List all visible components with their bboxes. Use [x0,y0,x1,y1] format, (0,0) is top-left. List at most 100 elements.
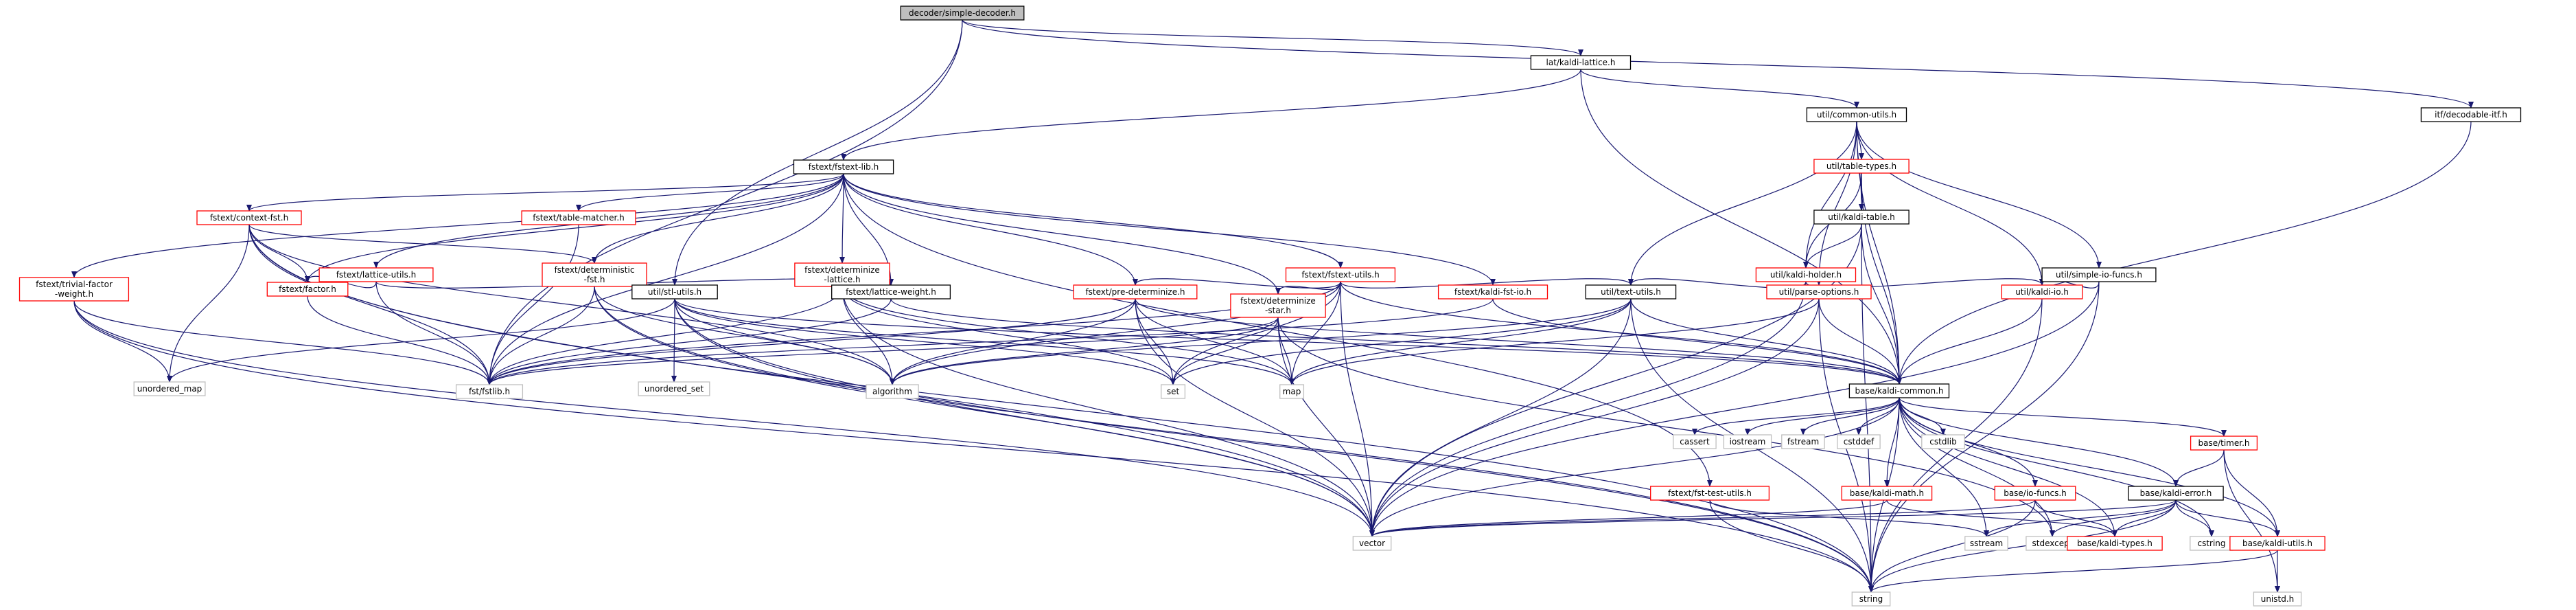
edge-kaldi_error-to-stdexcept [2050,499,2177,537]
node-fstream: fstream [1781,434,1825,449]
node-lattice-utils[interactable]: fstext/lattice-utils.h [318,267,434,282]
edge-kaldi_lattice-to-fstext_lib [841,69,1581,161]
node-box [133,381,206,396]
edge-kaldi_common-to-kaldi_types [1899,397,2117,537]
node-kaldi-utils[interactable]: base/kaldi-utils.h [2229,536,2325,551]
edge-deterministic_fst-to-fst_fstlib [487,286,595,385]
edge-simple_decoder-to-fst_fstlib [487,19,963,385]
edge-kaldi_error-to-kaldi_utils [2175,499,2280,537]
node-kaldi-common[interactable]: base/kaldi-common.h [1848,383,1950,398]
node-label: unordered_map [137,384,202,394]
node-unordered-set: unordered_set [638,381,710,396]
node-box [1964,536,2008,551]
node-label: fstext/fstext-lib.h [809,162,879,172]
edge-context_fst-to-factor [248,224,310,283]
node-table-types[interactable]: util/table-types.h [1813,159,1910,174]
node-label: fstext/context-fst.h [210,213,288,223]
node-fstext-lib[interactable]: fstext/fstext-lib.h [793,159,894,174]
node-stl-utils[interactable]: util/stl-utils.h [631,284,718,300]
node-label: base/io-funcs.h [2004,488,2067,498]
edge-fstext_utils-to-text_utils [1340,278,1634,289]
node-label: fstext/lattice-weight.h [846,287,936,297]
node-factor[interactable]: fstext/factor.h [266,282,349,297]
node-box [1073,284,1198,300]
node-label: base/kaldi-math.h [1850,488,1924,498]
node-fstext-utils[interactable]: fstext/fstext-utils.h [1285,267,1396,282]
node-parse-options[interactable]: util/parse-options.h [1766,284,1872,300]
edge-timer-to-kaldi_error [2173,449,2225,487]
node-context-fst[interactable]: fstext/context-fst.h [196,210,302,225]
edge-kaldi_error-to-kaldi_types [2112,499,2177,537]
node-kaldi-table[interactable]: util/kaldi-table.h [1813,210,1910,225]
node-label: base/kaldi-error.h [2140,488,2212,498]
node-label: util/simple-io-funcs.h [2056,270,2142,280]
node-label: cstdlib [1929,437,1956,447]
node-cassert: cassert [1673,434,1717,449]
edge-kaldi_common-to-stdexcept [1899,397,2055,537]
node-determinize-lattice[interactable]: fstext/determinize-lattice.h [794,262,890,287]
node-label: fstext/table-matcher.h [533,213,625,223]
node-timer[interactable]: base/timer.h [2190,436,2258,451]
node-label: fstext/determinize-star.h [1240,296,1316,315]
node-set: set [1161,384,1186,399]
node-io-funcs[interactable]: base/io-funcs.h [1994,486,2076,501]
edge-table_matcher-to-fst_fstlib [487,224,579,385]
node-stdexcept: stdexcept [2026,536,2079,551]
edge-kaldi_common-to-cstdlib [1899,397,1946,436]
node-kaldi-error[interactable]: base/kaldi-error.h [2128,486,2224,501]
edge-determinize_lattice-to-map [842,286,1295,385]
node-kaldi-types[interactable]: base/kaldi-types.h [2067,536,2163,551]
edge-kaldi_math-to-kaldi_types [1886,499,2117,537]
node-kaldi-holder[interactable]: util/kaldi-holder.h [1755,267,1857,282]
node-box [1781,434,1825,449]
node-label: fstext/fst-test-utils.h [1668,488,1752,498]
edge-kaldi_common-to-vector [1369,397,1900,537]
node-label: cassert [1680,437,1710,447]
node-label: unordered_set [645,384,704,394]
node-label: base/timer.h [2198,438,2249,448]
edge-fstext_utils-to-pre_determinize [1133,278,1341,289]
edge-simple_io_funcs-to-string [1868,281,2100,593]
node-common-utils[interactable]: util/common-utils.h [1806,107,1907,122]
node-text-utils[interactable]: util/text-utils.h [1585,284,1677,300]
node-determinize-star[interactable]: fstext/determinize-star.h [1230,293,1326,318]
edge-common_utils-to-kaldi_holder [1803,121,1857,269]
edge-lattice_weight-to-kaldi_common [890,298,1902,385]
node-label: fstext/determinize-lattice.h [804,265,880,284]
edge-fstext_lib-to-pre_determinize [843,173,1138,286]
node-box [2190,436,2258,451]
edge-fstext_lib-to-determinize_lattice [839,173,846,264]
node-table-matcher[interactable]: fstext/table-matcher.h [521,210,636,225]
node-kaldi-fst-io[interactable]: fstext/kaldi-fst-io.h [1437,284,1548,300]
node-box [1673,434,1717,449]
node-trivial-factor-weight[interactable]: fstext/trivial-factor-weight.h [19,277,130,302]
node-unordered-map: unordered_map [133,381,206,396]
node-lattice-weight[interactable]: fstext/lattice-weight.h [831,284,951,300]
edge-simple_io_funcs-to-vector [1369,281,2100,537]
node-decodable-itf[interactable]: itf/decodable-itf.h [2420,107,2522,122]
node-box [1813,159,1910,174]
node-label: util/parse-options.h [1779,287,1859,297]
node-kaldi-lattice[interactable]: lat/kaldi-lattice.h [1530,55,1632,70]
node-simple-decoder: decoder/simple-decoder.h [900,5,1025,21]
edge-kaldi_table-to-kaldi_common [1861,223,1902,385]
node-kaldi-math[interactable]: base/kaldi-math.h [1841,486,1933,501]
edge-kaldi_lattice-to-kaldi_common [1580,69,1902,385]
node-fst-test-utils[interactable]: fstext/fst-test-utils.h [1650,486,1770,501]
edge-stl_utils-to-algorithm [674,298,895,385]
node-box [1841,486,1933,501]
edge-determinize_lattice-to-fst_fstlib [487,286,843,385]
edge-kaldi_common-to-cstring [1899,397,2214,537]
node-pre-determinize[interactable]: fstext/pre-determinize.h [1073,284,1198,300]
edge-kaldi_io-to-kaldi_common [1896,298,2043,385]
node-label: cstring [2197,539,2225,548]
node-deterministic-fst[interactable]: fstext/deterministic-fst.h [542,262,647,287]
edge-pre_determinize-to-map [1135,298,1295,385]
node-box [1806,107,1907,122]
edge-fst_test_utils-to-sstream [1709,499,1989,537]
edge-pre_determinize-to-vector [1135,298,1375,537]
node-label: stdexcept [2032,539,2073,548]
edge-fstext_lib-to-context_fst [246,173,844,212]
node-simple-io-funcs[interactable]: util/simple-io-funcs.h [2041,267,2157,282]
node-kaldi-io[interactable]: util/kaldi-io.h [2001,284,2083,300]
